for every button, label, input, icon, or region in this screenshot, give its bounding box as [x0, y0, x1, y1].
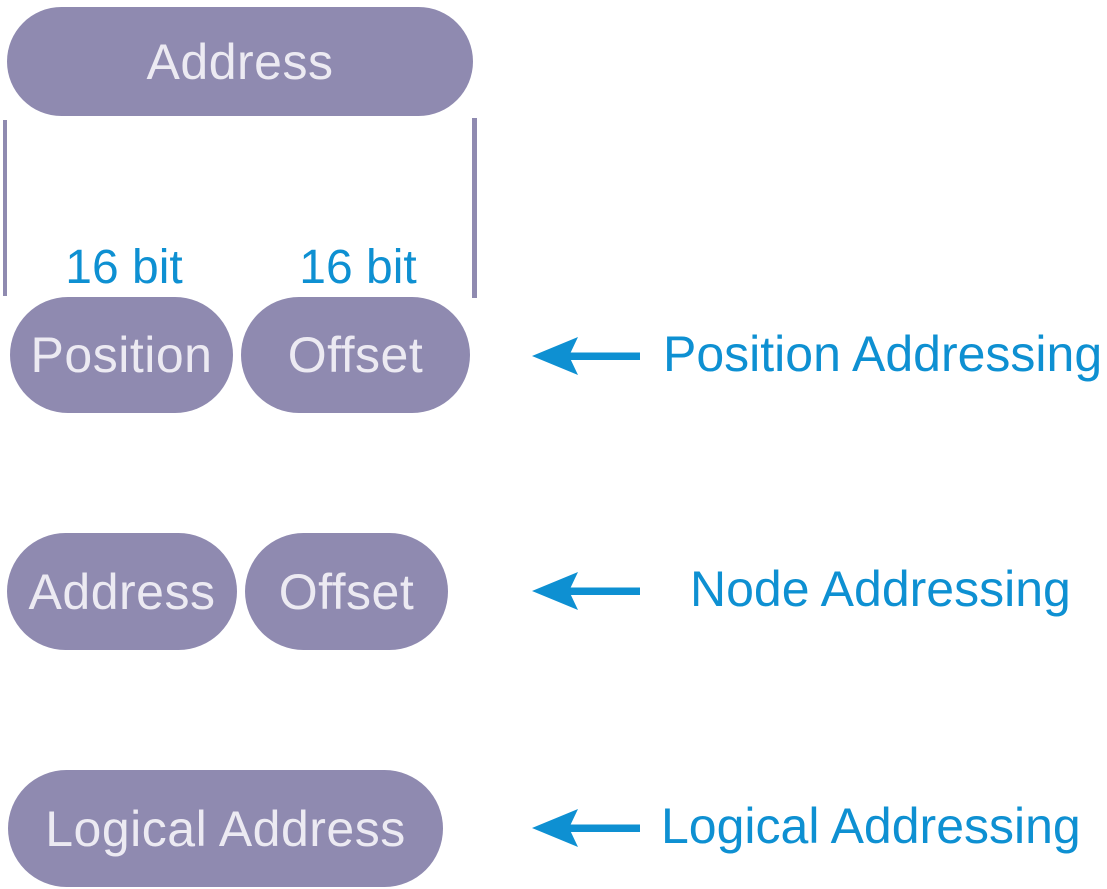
- offset-pill-row2-label: Offset: [278, 563, 415, 620]
- bit-width-label-left: 16 bit: [65, 241, 183, 294]
- position-pill: Position: [10, 297, 233, 413]
- address-pill-top: Address: [7, 7, 473, 116]
- node-addressing-label: Node Addressing: [690, 561, 1071, 617]
- logical-address-pill: Logical Address: [8, 770, 443, 887]
- offset-pill-row2: Offset: [245, 533, 448, 650]
- offset-pill-row1-label: Offset: [287, 327, 424, 383]
- bit-width-label-right: 16 bit: [299, 241, 417, 294]
- left-arrow-icon: [532, 337, 640, 375]
- position-pill-label: Position: [30, 327, 213, 383]
- left-arrow-icon: [532, 572, 640, 610]
- logical-addressing-label: Logical Addressing: [661, 798, 1081, 854]
- address-pill-row2: Address: [7, 533, 237, 650]
- offset-pill-row1: Offset: [241, 297, 470, 413]
- split-bracket-right-line: [472, 118, 477, 298]
- split-bracket-left-line: [3, 120, 7, 296]
- address-pill-top-label: Address: [146, 33, 334, 90]
- address-pill-row2-label: Address: [28, 563, 216, 620]
- position-addressing-label: Position Addressing: [663, 326, 1103, 382]
- left-arrow-icon: [532, 809, 640, 847]
- logical-address-pill-label: Logical Address: [45, 800, 406, 857]
